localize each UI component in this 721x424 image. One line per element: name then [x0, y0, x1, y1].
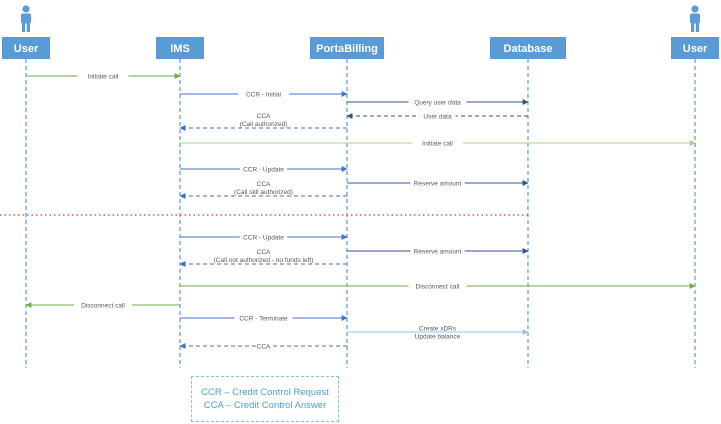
message-label: Initiate call — [422, 141, 453, 148]
participant-box — [490, 37, 566, 59]
message-13: Disconnect call — [25, 300, 180, 310]
message-5: Initiate call — [180, 138, 696, 148]
participant-3: Database — [490, 37, 566, 59]
message-label: (Call still authorized) — [234, 189, 293, 196]
participant-label: User — [14, 43, 39, 55]
participant-2: PortaBilling — [310, 37, 384, 59]
message-label: Create xDRs — [419, 326, 457, 333]
message-label: User data — [423, 114, 452, 121]
message-label: CCR - Update — [243, 167, 284, 174]
message-label: Query user data — [414, 100, 461, 107]
participant-label: PortaBilling — [316, 43, 378, 55]
message-label: CCA — [257, 344, 271, 351]
message-9: CCR - Update — [180, 232, 348, 242]
participant-box — [310, 37, 384, 59]
message-label: CCA — [257, 181, 271, 188]
legend-box: CCR – Credit Control Request CCA – Credi… — [191, 376, 339, 422]
message-12: Disconnect call — [180, 281, 696, 291]
participant-label: IMS — [170, 43, 190, 55]
message-label: Disconnect call — [81, 303, 125, 310]
message-label: (Call not authorized - no funds left) — [214, 257, 314, 264]
message-3: User data — [346, 111, 528, 121]
message-label: CCR - Initial — [246, 92, 282, 99]
legend-cca: CCA – Credit Control Answer — [203, 400, 327, 411]
participant-box — [156, 37, 204, 59]
participant-label: User — [683, 43, 708, 55]
participant-label: Database — [504, 43, 553, 55]
message-label: CCR - Terminate — [239, 316, 288, 323]
message-label: CCA — [257, 113, 271, 120]
message-label: Update balance — [415, 334, 461, 341]
message-10: Reserve amount — [347, 246, 529, 256]
message-14: CCR - Terminate — [180, 313, 348, 323]
message-label: Reserve amount — [414, 181, 462, 188]
message-label: Disconnect call — [416, 284, 460, 291]
legend-ccr: CCR – Credit Control Request — [201, 387, 329, 398]
person-icon — [690, 5, 700, 32]
participant-4: User — [671, 5, 719, 59]
participant-box — [671, 37, 719, 59]
message-7: Reserve amount — [347, 178, 529, 188]
participant-0: User — [2, 5, 50, 59]
message-8: CCA(Call still authorized) — [179, 181, 347, 199]
message-label: CCA — [257, 249, 271, 256]
message-4: CCA(Call authorized) — [179, 113, 347, 131]
message-label: Reserve amount — [414, 249, 462, 256]
participant-1: IMS — [156, 37, 204, 59]
lifelines — [25, 59, 696, 368]
message-1: CCR - Initial — [180, 89, 348, 99]
message-label: CCR - Update — [243, 235, 284, 242]
person-icon — [21, 5, 31, 32]
message-label: (Call authorized) — [240, 121, 288, 128]
participant-headers: User IMS PortaBilling Database User — [2, 5, 719, 59]
message-16: CCA — [179, 341, 347, 351]
message-0: Initiate call — [26, 71, 181, 81]
participant-box — [2, 37, 50, 59]
message-11: CCA(Call not authorized - no funds left) — [179, 249, 347, 267]
message-2: Query user data — [347, 97, 529, 107]
message-label: Initiate call — [88, 74, 119, 81]
message-6: CCR - Update — [180, 164, 348, 174]
